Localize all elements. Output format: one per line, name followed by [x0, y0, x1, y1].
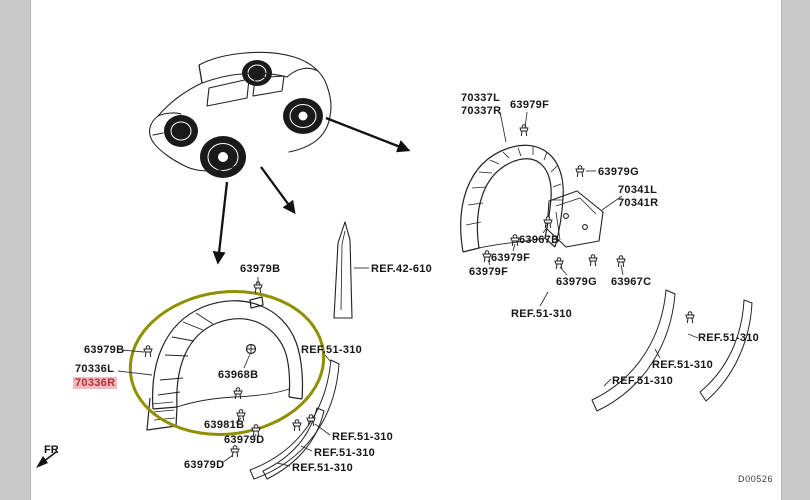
ref-label[interactable]: REF.51-310 [511, 308, 573, 320]
ref-label[interactable]: REF.51-310 [698, 332, 760, 344]
part-label[interactable]: 63979G [556, 276, 597, 288]
callout-arrow-icons [212, 116, 411, 265]
ref-label[interactable]: REF.51-310 [652, 359, 714, 371]
ref-label[interactable]: REF.51-310 [314, 447, 376, 459]
part-label[interactable]: 63979D [184, 459, 225, 471]
part-label[interactable]: 70341R [618, 197, 659, 209]
part-label[interactable]: 70337R [461, 105, 502, 117]
selection-circle [128, 290, 326, 436]
part-label[interactable]: 63979B [240, 263, 281, 275]
part-label[interactable]: 70337L [461, 92, 501, 104]
leader-lines [117, 111, 699, 467]
rear-liner-drawing [460, 144, 564, 253]
ref-label[interactable]: REF.42-610 [371, 263, 433, 275]
part-label[interactable]: 63968B [218, 369, 259, 381]
ref-label[interactable]: REF.51-310 [612, 375, 674, 387]
part-label[interactable]: 63979F [491, 252, 531, 264]
car-illustration [149, 51, 332, 178]
fr-direction-label: FR [44, 444, 59, 456]
part-label[interactable]: 63979D [224, 434, 265, 446]
fr-arrow-icon [36, 451, 57, 468]
part-label[interactable]: 63979F [469, 266, 509, 278]
part-label-selected[interactable]: 70336R [73, 377, 118, 389]
ref-label[interactable]: REF.51-310 [292, 462, 354, 474]
part-label[interactable]: 63967C [611, 276, 652, 288]
arch-trim-drawings [249, 289, 753, 480]
part-label[interactable]: 63979B [84, 344, 125, 356]
ref-label[interactable]: REF.51-310 [301, 344, 363, 356]
front-liner-drawing [146, 296, 304, 431]
part-label[interactable]: 70336L [75, 363, 115, 375]
part-label[interactable]: 63981B [204, 419, 245, 431]
part-label[interactable]: 63967B [519, 234, 560, 246]
diagram-code: D00526 [738, 474, 774, 484]
part-label[interactable]: 70341L [618, 184, 658, 196]
part-label[interactable]: 63979G [598, 166, 639, 178]
pillar-trim-drawing [333, 221, 353, 319]
ref-label[interactable]: REF.51-310 [332, 431, 394, 443]
part-label[interactable]: 63979F [510, 99, 550, 111]
mudguard-bracket-drawing [546, 190, 604, 248]
